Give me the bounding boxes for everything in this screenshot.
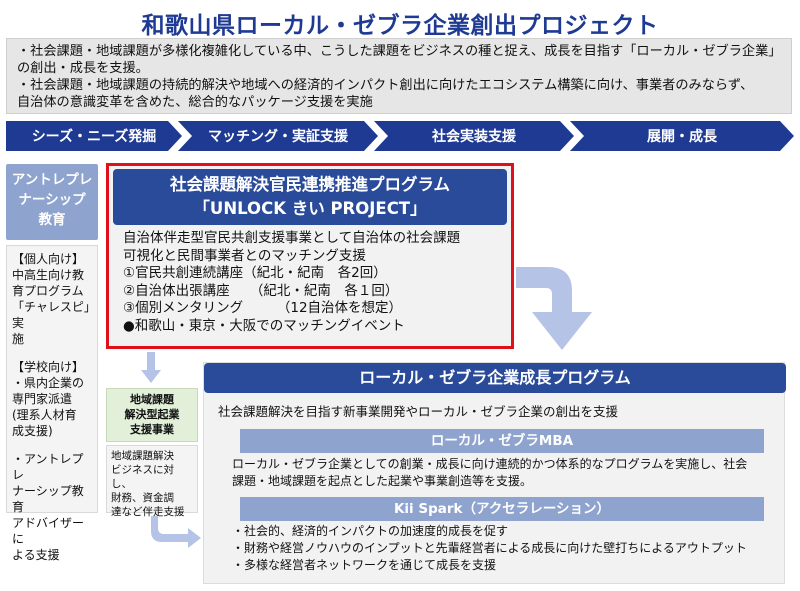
zebra-mba-heading: ローカル・ゼブラMBA	[240, 429, 764, 453]
phase-matching: マッチング・実証支援	[178, 121, 378, 151]
education-heading-line: 教育	[38, 212, 66, 228]
education-line: 専門家派遣	[12, 392, 73, 406]
unlock-program-box: 社会課題解決官民連携推進プログラム 「UNLOCK きい PROJECT」 自治…	[106, 163, 514, 349]
unlock-line: ●和歌山・東京・大阪でのマッチングイベント	[123, 317, 405, 334]
education-line: 「チャレスピ」実	[12, 300, 90, 330]
zebra-program-box: ローカル・ゼブラ企業成長プログラム 社会課題解決を目指す新事業開発やローカル・ゼ…	[203, 362, 786, 584]
regional-support-body: 地域課題解決 ビジネスに対し、 財務、資金調 達など伴走支援	[106, 445, 198, 518]
education-body: 【個人向け】 中高生向け教 育プログラム 「チャレスピ」実 施 【学校向け】 ・…	[6, 245, 98, 562]
education-heading-line: ナーシップ	[18, 192, 86, 208]
kii-line: ・多様な経営者ネットワークを通じて成長を支援	[232, 558, 497, 572]
regional-line: 達など伴走支援	[111, 506, 185, 518]
regional-heading-line: 解決型起業	[124, 408, 180, 421]
intro-line: ・社会課題・地域課題の持続的解決や地域への経済的インパクト創出に向けたエコシステ…	[17, 78, 754, 93]
education-line: (理系人材育	[12, 408, 77, 422]
education-line: 育プログラム	[12, 284, 84, 298]
regional-support-heading: 地域課題 解決型起業 支援事業	[106, 388, 198, 442]
intro-line: 自治体の意識変革を含めた、総合的なパッケージ支援を実施	[17, 95, 373, 110]
education-line: ・アントレプレ	[12, 452, 84, 482]
zebra-program-lead: 社会課題解決を目指す新事業開発やローカル・ゼブラ企業の創出を支援	[218, 404, 619, 419]
education-line: 中高生向け教	[12, 268, 85, 282]
unlock-program-body: 自治体伴走型官民共創支援事業として自治体の社会課題 可視化と民間事業者とのマッチ…	[123, 230, 507, 336]
unlock-program-heading: 社会課題解決官民連携推進プログラム 「UNLOCK きい PROJECT」	[113, 169, 507, 225]
education-line: 【個人向け】	[12, 252, 85, 266]
kii-spark-body: ・社会的、経済的インパクトの加速度的成長を促す ・財務や経営ノウハウのインプット…	[232, 523, 772, 574]
education-heading: アントレプレ ナーシップ 教育	[6, 164, 98, 240]
regional-line: 財務、資金調	[111, 492, 174, 504]
regional-heading-line: 地域課題	[130, 393, 174, 406]
regional-line: 地域課題解決	[111, 450, 174, 462]
phase-implementation: 社会実装支援	[374, 121, 574, 151]
phase-seeds-needs: シーズ・ニーズ発掘	[6, 121, 182, 151]
regional-heading-line: 支援事業	[130, 423, 174, 436]
kii-spark-heading: Kii Spark（アクセラレーション）	[240, 497, 764, 521]
phase-bar: シーズ・ニーズ発掘 マッチング・実証支援 社会実装支援 展開・成長	[6, 121, 794, 151]
curved-arrow-icon	[516, 267, 592, 350]
intro-line: ・社会課題・地域課題が多様化複雑化している中、こうした課題をビジネスの種と捉え、…	[17, 44, 782, 59]
mba-line: ローカル・ゼブラ企業としての創業・成長に向け連続的かつ体系的なプログラムを実施し…	[232, 457, 748, 471]
kii-line: ・財務や経営ノウハウのインプットと先輩経営者による成長に向けた壁打ちによるアウト…	[232, 541, 747, 555]
education-line: ナーシップ教育	[12, 484, 84, 514]
education-line: よる支援	[12, 548, 60, 562]
regional-line: ビジネスに対し、	[111, 464, 174, 490]
education-line: 施	[12, 332, 25, 346]
unlock-heading-line: 社会課題解決官民連携推進プログラム	[169, 175, 450, 194]
intro-line: の創出・成長を支援。	[17, 61, 149, 76]
mba-line: 課題・地域課題を起点とした起業や事業創造等を支援。	[232, 474, 533, 488]
education-heading-line: アントレプレ	[11, 172, 93, 188]
unlock-line: ③個別メンタリング （12自治体を想定）	[123, 300, 403, 317]
zebra-mba-body: ローカル・ゼブラ企業としての創業・成長に向け連続的かつ体系的なプログラムを実施し…	[232, 456, 772, 490]
education-line: アドバイザーに	[12, 516, 85, 546]
education-line: 成支援)	[12, 424, 53, 438]
unlock-line: ①官民共創連続講座（紀北・紀南 各2回）	[123, 265, 387, 282]
kii-line: ・社会的、経済的インパクトの加速度的成長を促す	[232, 524, 509, 538]
education-line: ・県内企業の	[12, 376, 85, 390]
unlock-line: ②自治体出張講座 （紀北・紀南 各１回）	[123, 282, 399, 299]
down-arrow-icon	[141, 352, 161, 383]
page-title: 和歌山県ローカル・ゼブラ企業創出プロジェクト	[141, 13, 659, 39]
unlock-line: 自治体伴走型官民共創支援事業として自治体の社会課題	[123, 230, 461, 246]
phase-growth: 展開・成長	[570, 121, 794, 151]
zebra-program-heading: ローカル・ゼブラ企業成長プログラム	[204, 363, 786, 393]
education-line: 【学校向け】	[12, 360, 85, 374]
unlock-heading-line: 「UNLOCK きい PROJECT」	[193, 199, 427, 218]
intro-box: ・社会課題・地域課題が多様化複雑化している中、こうした課題をビジネスの種と捉え、…	[6, 38, 792, 114]
right-arrow-icon	[151, 516, 201, 548]
unlock-line: 可視化と民間事業者とのマッチング支援	[123, 247, 366, 264]
